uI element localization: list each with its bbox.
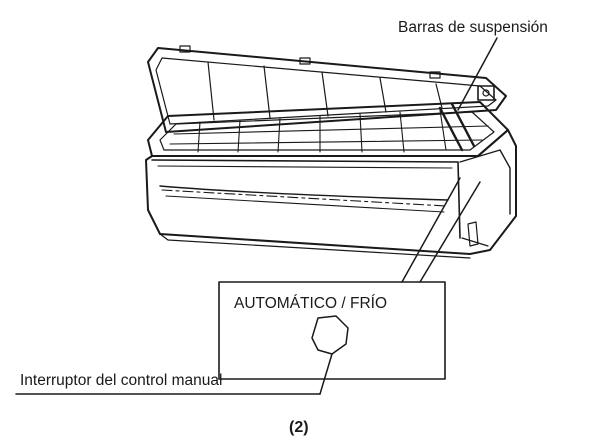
leader-lines	[401, 37, 498, 283]
manual-control-switch-label: Interruptor del control manual	[20, 372, 223, 389]
open-front-panel	[147, 45, 507, 133]
switch-leader	[15, 353, 333, 395]
unit-body	[145, 129, 517, 259]
auto-cool-button-label: AUTOMÁTICO / FRÍO	[234, 295, 387, 312]
suspension-bars-label: Barras de suspensión	[398, 19, 548, 36]
manual-control-callout	[218, 281, 446, 380]
figure-number: (2)	[289, 419, 309, 436]
suspension-bars	[438, 85, 495, 152]
